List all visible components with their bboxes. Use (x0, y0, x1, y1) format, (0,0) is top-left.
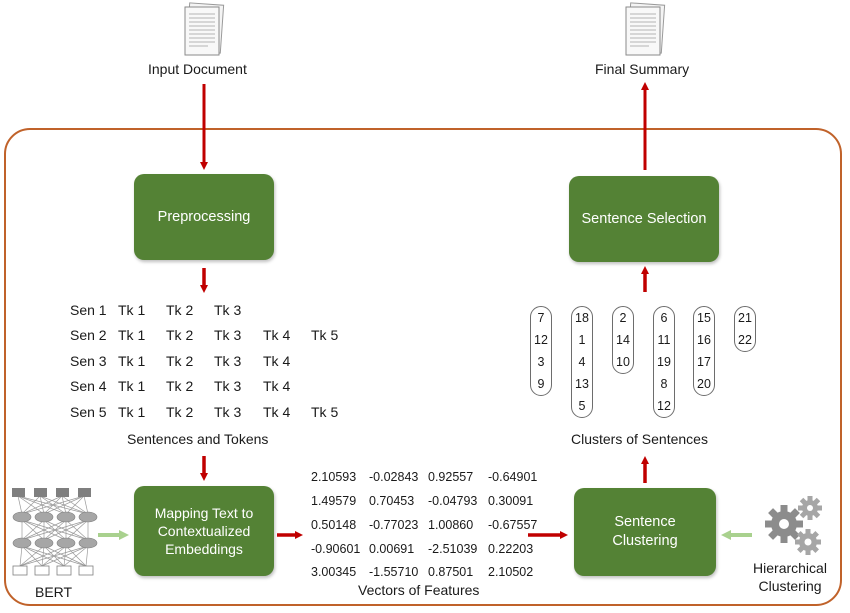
sentence-label: Sen 2 (70, 327, 107, 343)
bert-network-icon (12, 488, 98, 576)
cluster-pill: 18 1 4 13 5 (571, 306, 593, 418)
token: Tk 3 (214, 302, 242, 318)
token: Tk 3 (214, 327, 242, 343)
vector-value: 0.22203 (488, 542, 534, 556)
token: Tk 4 (263, 353, 291, 369)
token: Tk 4 (263, 327, 291, 343)
cluster-member: 22 (738, 333, 752, 347)
token: Tk 4 (263, 378, 291, 394)
vector-value: 0.50148 (311, 518, 357, 532)
cluster-member: 8 (660, 377, 668, 391)
preprocessing-label: Preprocessing (157, 208, 251, 225)
vector-value: 0.00691 (369, 542, 415, 556)
cluster-member: 17 (697, 355, 711, 369)
input-document-label: Input Document (148, 61, 247, 77)
vector-value: -0.90601 (311, 542, 361, 556)
cluster-member: 11 (657, 333, 671, 347)
vector-value: -0.04793 (428, 494, 478, 508)
token: Tk 1 (118, 353, 146, 369)
cluster-pill: 6 11 19 8 12 (653, 306, 675, 418)
token: Tk 3 (214, 353, 242, 369)
pipeline-frame (4, 128, 842, 606)
clusters-caption: Clusters of Sentences (571, 431, 708, 447)
token: Tk 3 (214, 404, 242, 420)
cluster-pill: 2 14 10 (612, 306, 634, 374)
cluster-member: 5 (578, 399, 586, 413)
cluster-member: 1 (578, 333, 586, 347)
cluster-member: 18 (575, 311, 589, 325)
hierarchical-clustering-label: Hierarchical Clustering (753, 560, 827, 594)
token: Tk 2 (166, 378, 194, 394)
token: Tk 5 (311, 327, 339, 343)
cluster-member: 13 (575, 377, 589, 391)
token: Tk 2 (166, 302, 194, 318)
cluster-member: 2 (619, 311, 627, 325)
sentence-clustering-label: Sentence Clustering (612, 514, 678, 549)
vector-value: -0.02843 (369, 470, 419, 484)
vector-value: 2.10502 (488, 565, 534, 579)
cluster-member: 20 (697, 377, 711, 391)
gears-icon (765, 496, 822, 555)
cluster-member: 19 (657, 355, 671, 369)
sentence-label: Sen 1 (70, 302, 107, 318)
preprocessing-box: Preprocessing (134, 174, 274, 260)
cluster-member: 3 (537, 355, 545, 369)
cluster-member: 7 (537, 311, 545, 325)
cluster-member: 4 (578, 355, 586, 369)
cluster-member: 9 (537, 377, 545, 391)
vector-value: -1.55710 (369, 565, 419, 579)
vector-value: 0.92557 (428, 470, 474, 484)
cluster-pill: 21 22 (734, 306, 756, 352)
token: Tk 1 (118, 378, 146, 394)
cluster-member: 12 (657, 399, 671, 413)
sentence-clustering-box: Sentence Clustering (574, 488, 716, 576)
cluster-member: 16 (697, 333, 711, 347)
bert-label: BERT (35, 584, 73, 600)
sentence-selection-label: Sentence Selection (581, 210, 707, 227)
cluster-member: 21 (738, 311, 752, 325)
cluster-pill: 7 12 3 9 (530, 306, 552, 396)
cluster-pill: 15 16 17 20 (693, 306, 715, 396)
document-icon (625, 2, 666, 56)
token: Tk 1 (118, 404, 146, 420)
token: Tk 1 (118, 302, 146, 318)
vector-value: -2.51039 (428, 542, 478, 556)
token: Tk 2 (166, 327, 194, 343)
vectors-caption: Vectors of Features (358, 582, 480, 598)
cluster-member: 15 (697, 311, 711, 325)
final-summary-label: Final Summary (595, 61, 690, 77)
sentence-label: Sen 4 (70, 378, 107, 394)
token: Tk 2 (166, 404, 194, 420)
cluster-member: 14 (616, 333, 630, 347)
vector-value: 1.49579 (311, 494, 357, 508)
sentence-label: Sen 3 (70, 353, 107, 369)
sentences-tokens-caption: Sentences and Tokens (127, 431, 269, 447)
sentence-label: Sen 5 (70, 404, 107, 420)
mapping-box: Mapping Text to Contextualized Embedding… (134, 486, 274, 576)
cluster-member: 6 (660, 311, 668, 325)
cluster-member: 12 (534, 333, 548, 347)
mapping-label: Mapping Text to Contextualized Embedding… (154, 504, 254, 558)
vector-value: -0.67557 (488, 518, 538, 532)
token: Tk 3 (214, 378, 242, 394)
vector-value: 0.87501 (428, 565, 474, 579)
cluster-member: 10 (616, 355, 630, 369)
document-icon (184, 2, 225, 56)
token: Tk 2 (166, 353, 194, 369)
vector-value: -0.77023 (369, 518, 419, 532)
token: Tk 1 (118, 327, 146, 343)
vector-value: -0.64901 (488, 470, 538, 484)
vector-value: 2.10593 (311, 470, 357, 484)
vector-value: 0.30091 (488, 494, 534, 508)
token: Tk 4 (263, 404, 291, 420)
vector-value: 0.70453 (369, 494, 415, 508)
vector-value: 3.00345 (311, 565, 357, 579)
token: Tk 5 (311, 404, 339, 420)
vector-value: 1.00860 (428, 518, 474, 532)
sentence-selection-box: Sentence Selection (569, 176, 719, 262)
